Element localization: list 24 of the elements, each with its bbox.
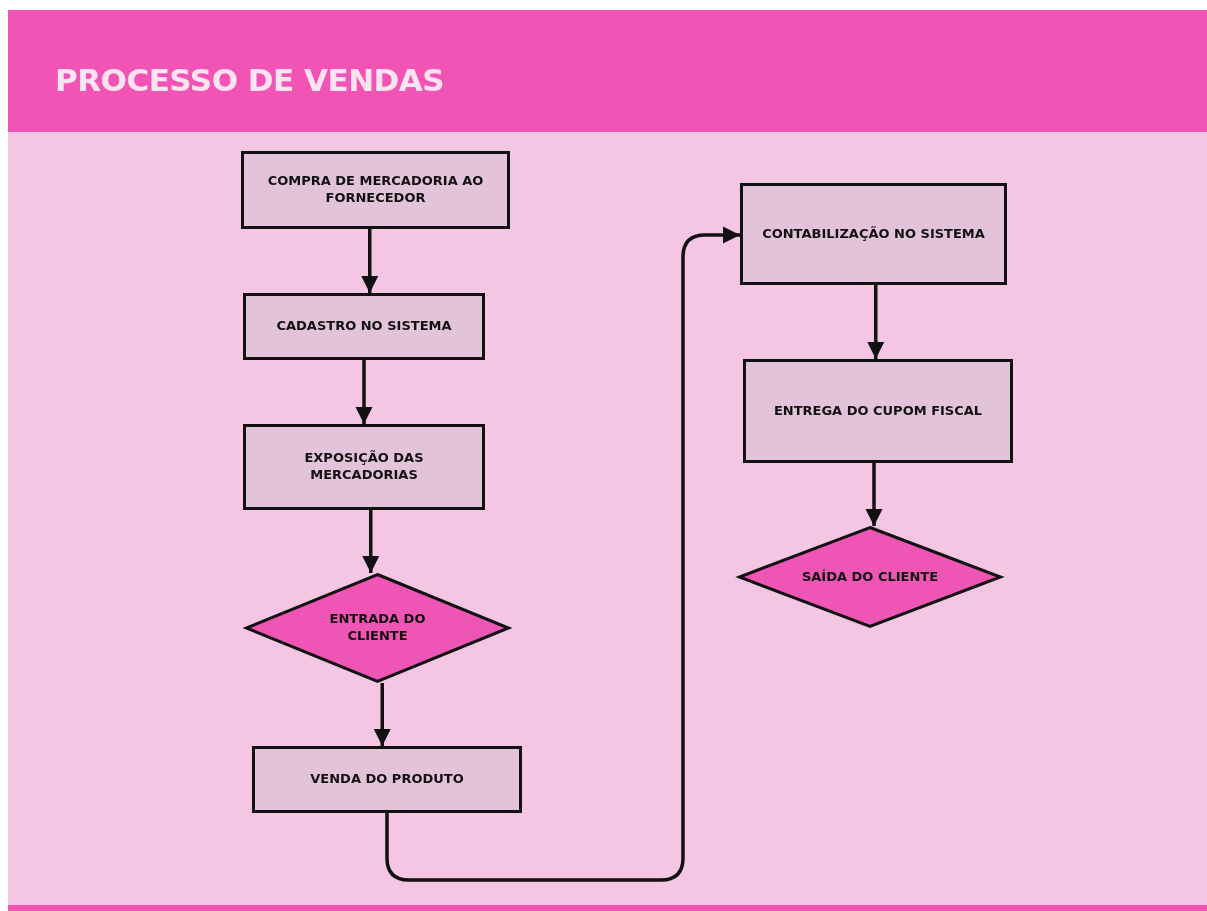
step-label: CADASTRO NO SISTEMA — [276, 318, 452, 335]
step-label: COMPRA DE MERCADORIA AO FORNECEDOR — [266, 173, 485, 207]
title: PROCESSO DE VENDAS — [55, 62, 445, 98]
process-box — [243, 293, 485, 360]
arrow — [362, 510, 380, 573]
step-label: SAÍDA DO CLIENTE — [801, 568, 939, 586]
step-label: CONTABILIZAÇÃO NO SISTEMA — [762, 225, 985, 243]
process-box — [740, 183, 1007, 285]
arrow — [865, 463, 883, 526]
step-label: EXPOSIÇÃO DAS MERCADORIAS — [303, 450, 425, 484]
arrow — [361, 229, 379, 293]
decision-diamond — [245, 573, 510, 683]
process-box — [252, 746, 522, 813]
arrow — [385, 226, 740, 882]
arrow — [373, 683, 391, 746]
process-box — [743, 359, 1013, 463]
step-label: ENTRADA DO CLIENTE — [328, 611, 427, 645]
decision-diamond — [738, 526, 1002, 628]
step-label: VENDA DO PRODUTO — [310, 771, 464, 788]
arrow — [355, 360, 373, 424]
step-label: ENTREGA DO CUPOM FISCAL — [773, 402, 983, 420]
process-box — [243, 424, 485, 510]
arrow — [867, 285, 885, 359]
process-box — [241, 151, 510, 229]
